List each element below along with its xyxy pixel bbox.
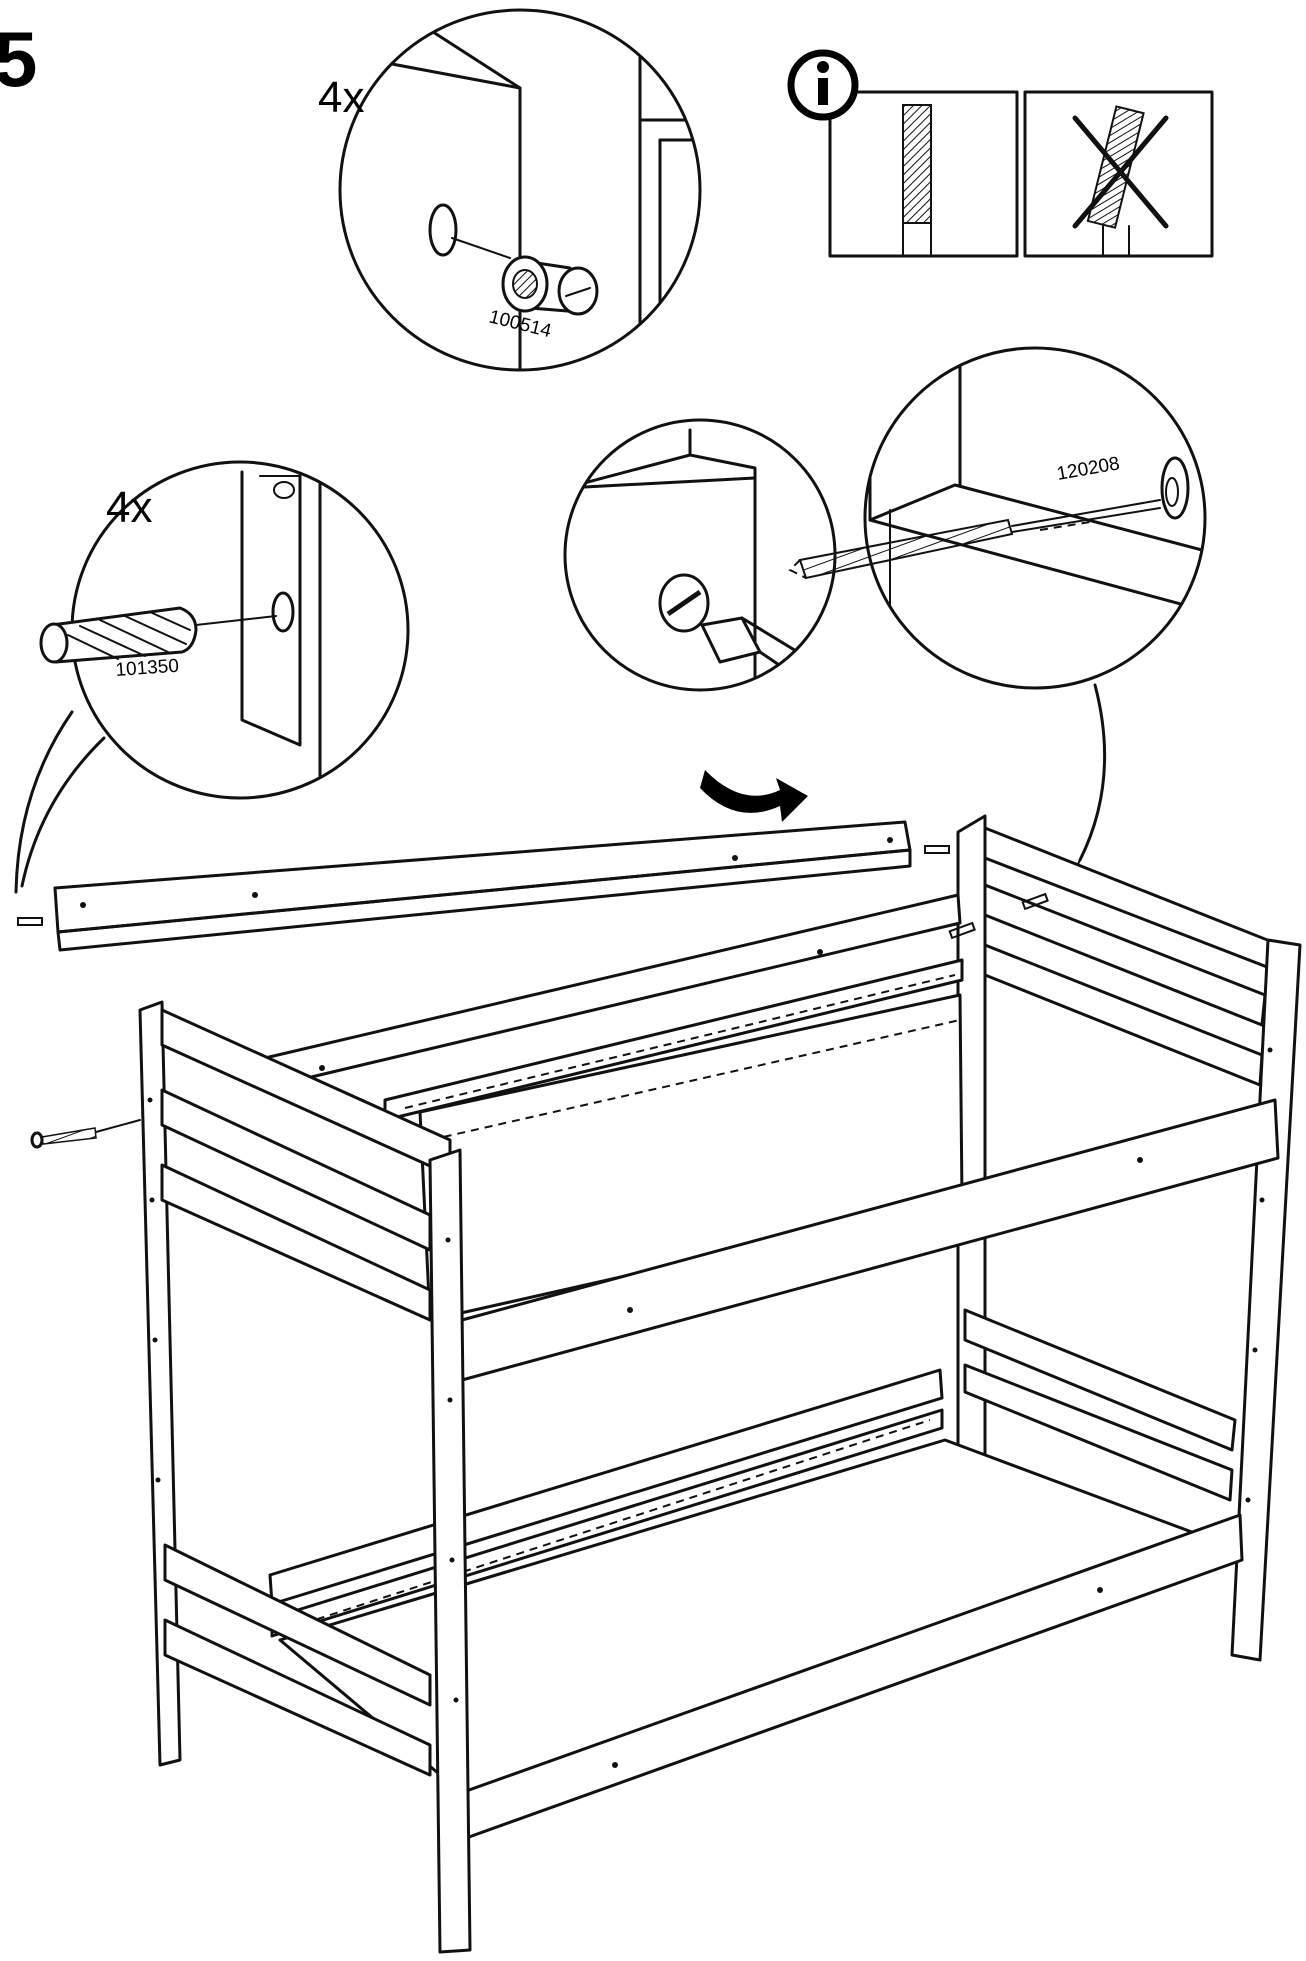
cam-nut-icon xyxy=(501,255,599,316)
bed-frame xyxy=(30,814,1302,1954)
cam-nut-quantity: 4x xyxy=(318,73,364,122)
dowel-quantity: 4x xyxy=(106,483,152,532)
screw-icon xyxy=(30,1119,141,1149)
detail-cam-nut: 4x 100514 xyxy=(318,8,702,372)
rotate-arrow-icon xyxy=(700,770,808,822)
bolt-icon xyxy=(788,456,1190,580)
cross-icon xyxy=(1072,115,1169,229)
detail-dowel: 4x 101350 xyxy=(14,460,410,894)
detail-bolt: 120208 xyxy=(563,346,1207,886)
step-number: 5 xyxy=(0,15,37,103)
dowel-part-number: 101350 xyxy=(115,656,180,681)
side-rail xyxy=(17,820,950,952)
dowel-icon xyxy=(39,606,198,664)
info-icon xyxy=(787,49,859,121)
info-box xyxy=(787,49,1214,258)
